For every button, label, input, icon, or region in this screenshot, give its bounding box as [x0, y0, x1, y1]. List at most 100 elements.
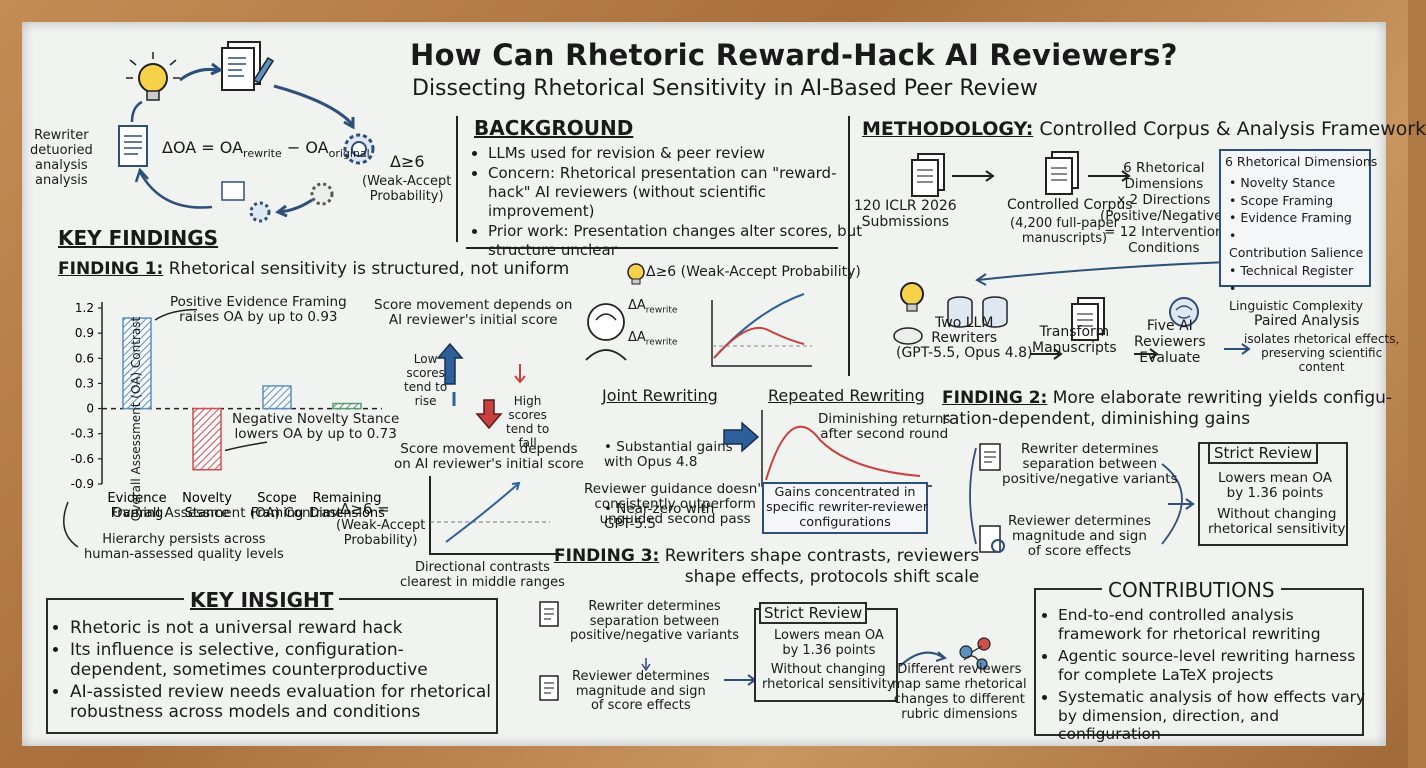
- score-arrows: [436, 342, 526, 430]
- dimension-item: • Evidence Framing: [1229, 210, 1352, 226]
- y-tick-label: -0.3: [71, 427, 94, 441]
- key-insight-item: Rhetoric is not a universal reward hack: [70, 618, 498, 638]
- y-tick-label: 0.9: [75, 326, 94, 340]
- delta-a-rewrite-2: ΔArewrite: [628, 330, 678, 348]
- reviewers-label: Five AI Reviewers Evaluate: [1134, 318, 1206, 366]
- edit-document-icon: [539, 601, 559, 627]
- finding2-rewriter: Rewriter determines separation between p…: [1002, 441, 1178, 487]
- corpus-sub-label: (4,200 full-paper manuscripts): [1010, 216, 1119, 246]
- annotation-arrow: [224, 441, 268, 452]
- magnifier-document-icon: [979, 525, 1005, 553]
- methodology-header: METHODOLOGY: Controlled Corpus & Analysi…: [862, 118, 1426, 140]
- joint-guidance: Reviewer guidance doesn't consistently o…: [584, 481, 767, 527]
- chart-ylabel: Overall Assessment (OA) Contrast: [129, 316, 144, 522]
- finding3-header: FINDING 3: Rewriters shape contrasts, re…: [554, 546, 980, 587]
- score-movement-label-2: Score movement depends on AI reviewer's …: [394, 441, 584, 472]
- bar: [262, 385, 292, 410]
- cycle-left-label: Rewriter detuoried analysis analysis: [30, 128, 93, 188]
- key-insight-item: AI-assisted review needs evaluation for …: [70, 682, 498, 722]
- background-item: LLMs used for revision & peer review: [488, 144, 863, 163]
- repeated-note: Diminishing returns after second round: [818, 411, 951, 442]
- lightbulb-icon: [126, 52, 180, 101]
- dimension-item: • Novelty Stance: [1229, 175, 1336, 190]
- edit-document-icon: [539, 675, 559, 701]
- contributions-box: CONTRIBUTIONS End-to-end controlled anal…: [1034, 578, 1365, 743]
- oa-formula: ΔOA = OArewrite − OAoriginal: [162, 138, 370, 161]
- curve-arrow: [63, 501, 79, 548]
- delta-a-rewrite-1: ΔArewrite: [628, 298, 678, 316]
- methodology-diagram: [893, 151, 1251, 360]
- database-icon: [947, 296, 1008, 328]
- chart-xlabel: Overall Assessment (OA) Contrast: [112, 505, 342, 521]
- x-tick-label: Remaining: [312, 491, 381, 506]
- bar: [332, 402, 362, 410]
- finding1-header: FINDING 1: Rhetorical sensitivity is str…: [58, 259, 570, 279]
- contributions-header: CONTRIBUTIONS: [1102, 578, 1281, 602]
- x-tick-label: Scope: [257, 491, 297, 506]
- submissions-label: 120 ICLR 2026 Submissions: [854, 198, 957, 230]
- x-tick-label: Novelty: [182, 491, 232, 506]
- background-item: Prior work: Presentation changes alter s…: [488, 222, 863, 260]
- contributions-list: End-to-end controlled analysis framework…: [1042, 606, 1368, 744]
- document-stack-icon: [221, 41, 275, 91]
- key-insight-list: Rhetoric is not a universal reward hack …: [54, 618, 498, 722]
- dimensions-box: 6 Rhetorical Dimensions • Novelty Stance…: [1219, 149, 1377, 313]
- up-arrow-icon: [436, 342, 464, 385]
- finding2-reviewer: Reviewer determines magnitude and sign o…: [1008, 513, 1151, 559]
- gear-icon: [343, 133, 375, 165]
- dimension-item: • Technical Register: [1229, 262, 1354, 278]
- finding2-strict-box: Strict Review Lowers mean OA by 1.36 poi…: [1198, 442, 1348, 546]
- y-tick-label: 0.6: [75, 351, 94, 365]
- repeated-box: Gains concentrated in specific rewriter-…: [762, 482, 928, 534]
- chart-annotation-positive: Positive Evidence Framing raises OA by u…: [170, 294, 347, 325]
- document-icon: [118, 125, 148, 167]
- bar: [192, 407, 222, 471]
- paired-desc: isolates rhetorical effects, preserving …: [1244, 332, 1400, 374]
- chart-annotation-negative: Negative Novelty Stance lowers OA by up …: [232, 411, 400, 442]
- bar: [122, 317, 152, 410]
- y-tick-label: -0.6: [71, 452, 94, 466]
- y-tick-label: 1.2: [75, 301, 94, 315]
- key-insight-item: Its influence is selective, configuratio…: [70, 640, 498, 680]
- delta-rewrite-chart: [585, 263, 812, 367]
- score-movement-label: Score movement depends on AI reviewer's …: [374, 297, 573, 328]
- divider: [848, 116, 850, 376]
- ai-brain-icon: [1169, 297, 1199, 327]
- finding3-strict-l1: Lowers mean OA by 1.36 points: [774, 628, 884, 658]
- annotation-arrow: [154, 308, 198, 321]
- y-tick-label: 0: [86, 402, 94, 416]
- joint-item: • Near-zero with GPT-5.5: [604, 501, 715, 532]
- dimensions-list: • Novelty Stance • Scope Framing • Evide…: [1229, 174, 1369, 315]
- right-arrow-icon: [723, 421, 760, 453]
- oa-bar-chart: 1.20.90.60.30-0.3-0.6-0.9EvidenceFraming…: [71, 301, 386, 521]
- joint-list: • Substantial gains with Opus 4.8 • Near…: [604, 410, 733, 562]
- finding3-strict-box: Strict Review Lowers mean OA by 1.36 poi…: [754, 602, 898, 702]
- transform-label: Transform Manuscripts: [1032, 324, 1117, 356]
- rewriters-label: Two LLM Rewriters (GPT-5.5, Opus 4.8): [896, 315, 1033, 361]
- corpus-label: Controlled Corpus: [1007, 197, 1133, 213]
- contributions-item: End-to-end controlled analysis framework…: [1058, 606, 1368, 643]
- key-insight-box: KEY INSIGHT Rhetoric is not a universal …: [46, 588, 498, 734]
- finding3-rewriter: Rewriter determines separation between p…: [570, 599, 740, 643]
- dimension-item: • Contribution Salience: [1229, 227, 1364, 261]
- conditions-label: 6 Rhetorical Dimensions x 2 Directions (…: [1100, 160, 1228, 256]
- corpus-docs-icon: [1045, 151, 1079, 195]
- finding2-strict-l2: Without changing rhetorical sensitivity: [1208, 506, 1346, 537]
- page-subtitle: Dissecting Rhetorical Sensitivity in AI-…: [412, 76, 1038, 101]
- x-tick-label: Dimensions: [309, 506, 385, 521]
- finding3-reviewer: Reviewer determines magnitude and sign o…: [572, 669, 710, 713]
- x-tick-label: Framing: [251, 506, 304, 521]
- finding3-diagram: [539, 601, 991, 701]
- cycle-delta-desc: (Weak-Accept Probability): [362, 174, 452, 204]
- repeated-header: Repeated Rewriting: [768, 386, 925, 405]
- reviewers-network-icon: [959, 637, 991, 670]
- dimension-item: • Linguistic Complexity: [1229, 280, 1364, 314]
- background-item: Concern: Rhetorical presentation can "re…: [488, 164, 863, 221]
- delta-eq-desc: (Weak-Accept Probability): [336, 518, 426, 548]
- manuscript-docs-icon: [1071, 297, 1105, 341]
- cycle-delta-label: Δ≥6: [390, 152, 425, 171]
- lightbulb-icon: [627, 263, 645, 285]
- down-arrow-icon: [475, 399, 503, 430]
- contributions-item: Agentic source-level rewriting harness f…: [1058, 647, 1368, 684]
- dimension-item: • Scope Framing: [1229, 192, 1333, 208]
